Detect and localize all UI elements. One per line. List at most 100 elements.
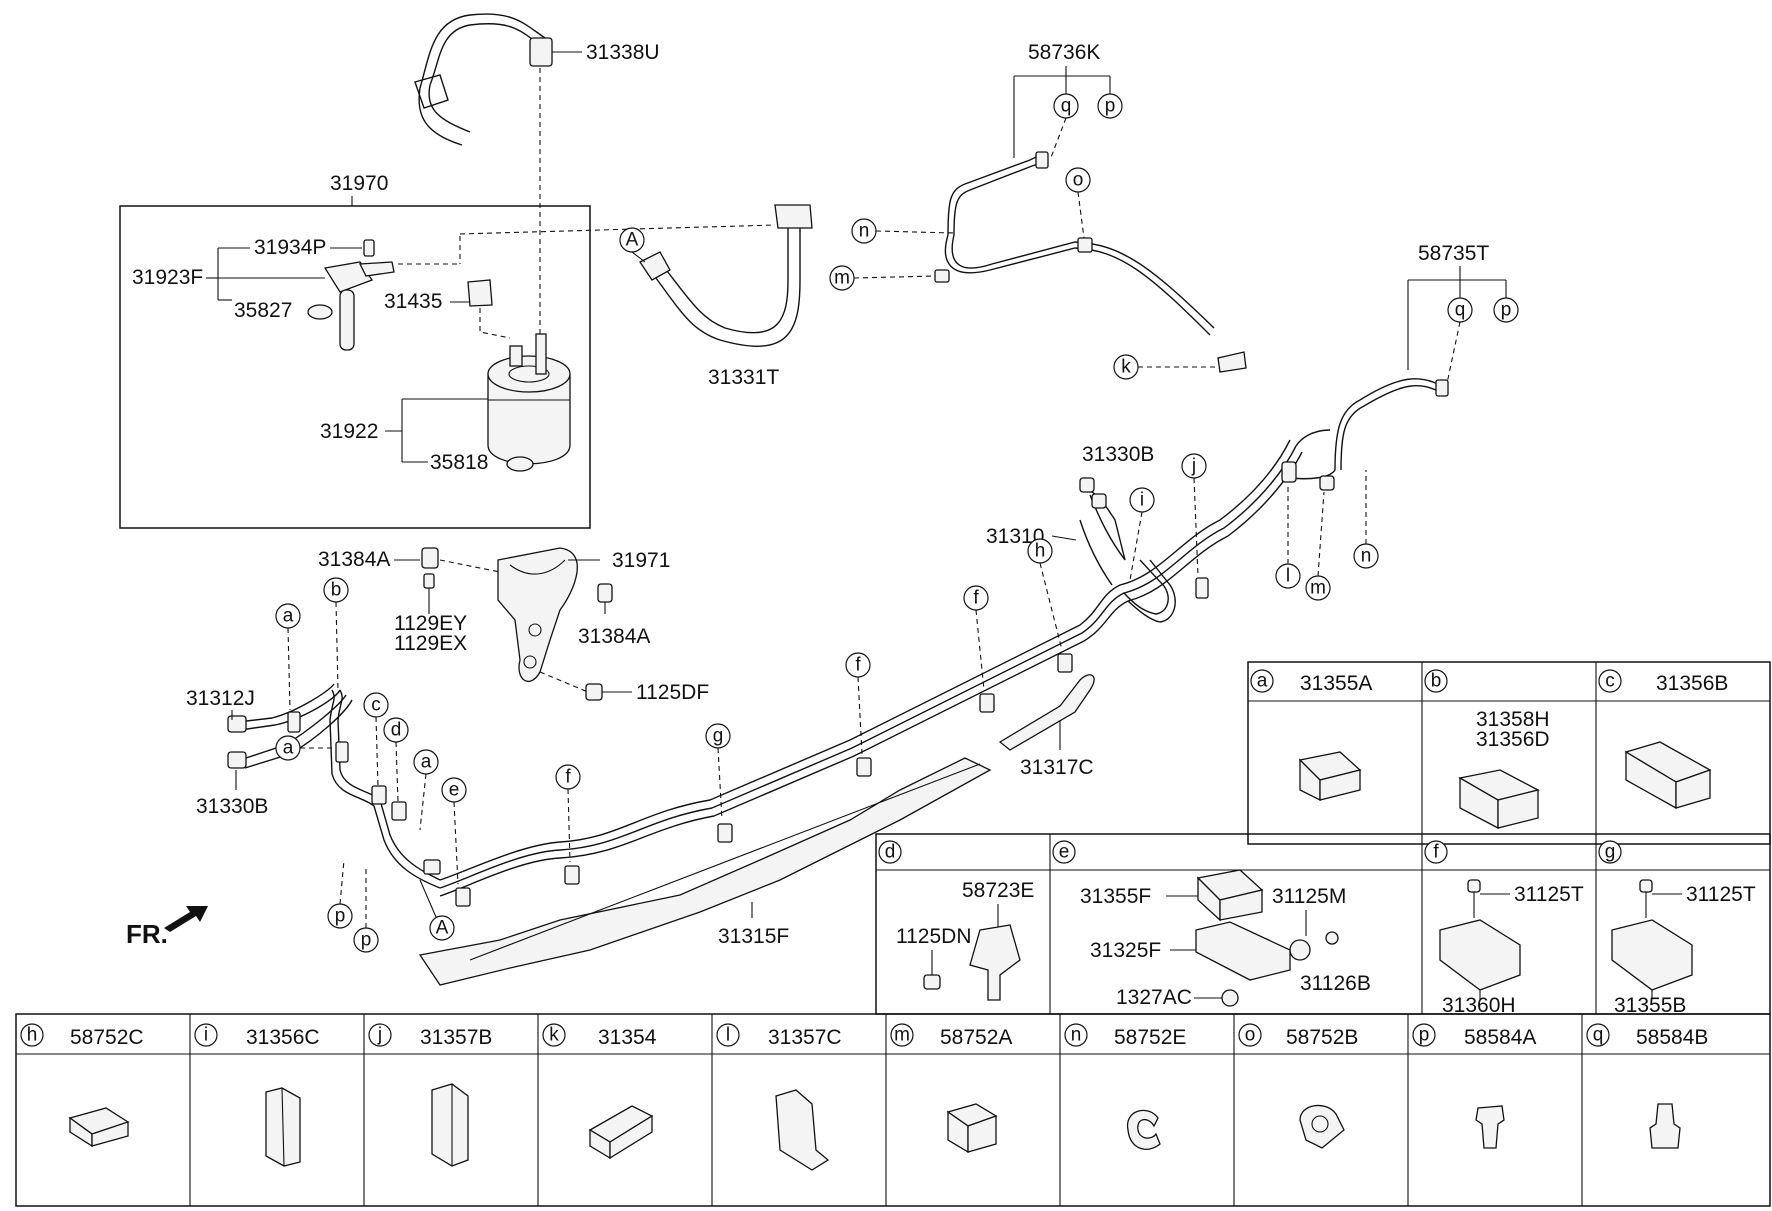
svg-text:q: q bbox=[1061, 96, 1072, 117]
svg-text:q: q bbox=[1593, 1025, 1604, 1046]
svg-text:f: f bbox=[973, 588, 979, 609]
part-label-35818: 35818 bbox=[430, 451, 488, 474]
part-label-1129EX: 1129EX bbox=[394, 632, 467, 655]
protector-31315F-icon bbox=[418, 757, 992, 986]
legend-part-31325F: 31325F bbox=[1090, 939, 1161, 962]
o-ring-icon bbox=[506, 456, 534, 472]
front-arrow-icon bbox=[164, 906, 208, 932]
svg-text:j: j bbox=[1191, 456, 1196, 477]
legend-part-31354: 31354 bbox=[598, 1026, 657, 1049]
part-label-31970: 31970 bbox=[330, 172, 388, 195]
svg-text:m: m bbox=[894, 1025, 910, 1046]
svg-text:p: p bbox=[1501, 300, 1512, 321]
part-label-31331T: 31331T bbox=[708, 366, 779, 389]
svg-text:k: k bbox=[549, 1025, 559, 1046]
legend-cell-g: g 31125T 31355B bbox=[1598, 840, 1756, 1017]
legend-part-31358H: 31358H bbox=[1476, 708, 1550, 731]
bolt-icon bbox=[423, 573, 435, 589]
svg-text:i: i bbox=[204, 1025, 208, 1046]
legend-part-31355B: 31355B bbox=[1614, 994, 1686, 1017]
svg-text:h: h bbox=[27, 1025, 38, 1046]
legend-cell-a: a 31355A bbox=[1250, 669, 1372, 802]
part-label-58735T: 58735T bbox=[1418, 242, 1489, 265]
svg-text:p: p bbox=[335, 906, 346, 927]
svg-text:l: l bbox=[726, 1025, 730, 1046]
svg-text:e: e bbox=[449, 780, 460, 801]
bracket-58723E-icon bbox=[969, 924, 1021, 1001]
svg-text:a: a bbox=[421, 752, 432, 773]
nut-icon bbox=[1221, 989, 1239, 1007]
svg-text:d: d bbox=[391, 720, 402, 741]
legend-part-31355A: 31355A bbox=[1300, 672, 1372, 695]
part-label-31310: 31310 bbox=[986, 525, 1044, 548]
part-label-58736K: 58736K bbox=[1028, 41, 1100, 64]
clip-31357C-icon bbox=[775, 1089, 830, 1171]
svg-text:i: i bbox=[1140, 490, 1144, 511]
legend-part-58752E: 58752E bbox=[1114, 1026, 1186, 1049]
hose-31331T: A 31331T bbox=[619, 204, 813, 389]
connector-icon bbox=[529, 37, 553, 67]
svg-text:A: A bbox=[626, 230, 639, 251]
fuel-filter-assembly: 31338U 31970 31934P 31923F 35827 31435 bbox=[119, 13, 776, 529]
clip-31355B-icon bbox=[1611, 919, 1693, 991]
part-label-31315F: 31315F bbox=[718, 925, 789, 948]
svg-text:n: n bbox=[859, 221, 870, 242]
legend-cell-d: d 58723E 1125DN bbox=[878, 840, 1034, 1001]
legend-part-31356C: 31356C bbox=[246, 1026, 320, 1049]
legend-part-58752A: 58752A bbox=[940, 1026, 1012, 1049]
legend-cell-i: i 31356C bbox=[194, 1023, 320, 1167]
legend-cell-o: o 58752B bbox=[1238, 1023, 1358, 1149]
svg-text:d: d bbox=[885, 842, 896, 863]
callout-A-bottom bbox=[429, 915, 455, 941]
part-label-31312J: 31312J bbox=[186, 687, 255, 710]
svg-text:m: m bbox=[834, 268, 850, 289]
part-label-31338U: 31338U bbox=[586, 41, 660, 64]
svg-text:p: p bbox=[1419, 1025, 1430, 1046]
svg-text:k: k bbox=[1121, 357, 1131, 378]
legend-part-58723E: 58723E bbox=[962, 879, 1034, 902]
svg-text:b: b bbox=[1431, 671, 1442, 692]
svg-text:a: a bbox=[283, 738, 294, 759]
svg-text:p: p bbox=[361, 930, 372, 951]
bracket-31325F-icon bbox=[1195, 921, 1291, 981]
legend-cell-c: c 31356B bbox=[1598, 669, 1728, 810]
bolt-icon bbox=[1467, 879, 1481, 893]
legend-part-58584A: 58584A bbox=[1464, 1026, 1536, 1049]
o-ring-icon bbox=[307, 304, 333, 320]
svg-text:g: g bbox=[713, 726, 724, 747]
part-label-31330B-bottom: 31330B bbox=[196, 795, 268, 818]
protector-31317C-icon bbox=[998, 674, 1095, 751]
svg-text:o: o bbox=[1245, 1025, 1256, 1046]
filter-assembly-box bbox=[119, 205, 591, 529]
svg-text:A: A bbox=[436, 918, 449, 939]
bracket-31971: 31384A 31971 1129EY 1129EX 31384A 1125DF bbox=[318, 547, 709, 704]
legend-part-31357B: 31357B bbox=[420, 1026, 492, 1049]
bolt-icon bbox=[1639, 879, 1653, 893]
svg-text:n: n bbox=[1071, 1025, 1082, 1046]
sensor-icon bbox=[323, 261, 373, 293]
svg-text:c: c bbox=[371, 695, 381, 716]
part-label-31317C: 31317C bbox=[1020, 756, 1094, 779]
clip-icon bbox=[421, 547, 439, 569]
legend-part-58752C: 58752C bbox=[70, 1026, 144, 1049]
legend-part-1327AC: 1327AC bbox=[1116, 986, 1192, 1009]
svg-text:o: o bbox=[1073, 170, 1084, 191]
part-label-31922: 31922 bbox=[320, 420, 378, 443]
svg-text:j: j bbox=[377, 1025, 382, 1046]
legend-part-31125M: 31125M bbox=[1272, 885, 1346, 908]
legend-cell-h: h 58752C bbox=[20, 1023, 144, 1148]
legend-part-31357C: 31357C bbox=[768, 1026, 842, 1049]
legend-cell-e: e 31355F 31125M 31325F 31126B 1327AC bbox=[1052, 840, 1371, 1009]
legend-cell-l: l 31357C bbox=[716, 1023, 842, 1171]
svg-text:c: c bbox=[1605, 671, 1615, 692]
protectors: 31317C 31315F FR. bbox=[126, 674, 1095, 986]
svg-text:m: m bbox=[1310, 578, 1326, 599]
legend-part-31360H: 31360H bbox=[1442, 994, 1516, 1017]
plug-58584A-icon bbox=[1475, 1105, 1505, 1149]
part-label-31923F: 31923F bbox=[132, 266, 203, 289]
legend-grid: a 31355A b 31358H 31356D c 31356B bbox=[15, 661, 1771, 1207]
svg-text:n: n bbox=[1361, 546, 1372, 567]
clip-58752B-icon bbox=[1299, 1104, 1345, 1149]
svg-text:a: a bbox=[1257, 671, 1268, 692]
